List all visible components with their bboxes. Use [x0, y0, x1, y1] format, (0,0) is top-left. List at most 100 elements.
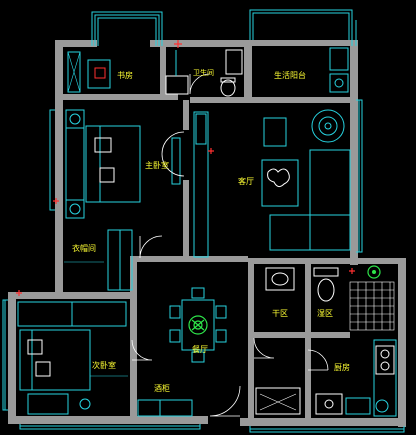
- bath-toilet: [220, 79, 236, 97]
- label-dry-zone: 干区: [272, 309, 288, 318]
- entry-furniture: [255, 387, 301, 415]
- wall-top-study: [55, 40, 97, 47]
- study-furniture: [67, 51, 111, 93]
- kitchen-counter: [373, 339, 397, 417]
- living-round-table: [311, 109, 345, 143]
- wall-bottom-right: [240, 418, 406, 426]
- label-sideboard: 酒柜: [154, 383, 170, 393]
- wall-bed-right-low: [183, 180, 189, 260]
- balcony-fixtures: [329, 47, 349, 93]
- label-study: 书房: [117, 70, 133, 80]
- label-walk-in-closet: 衣帽间: [72, 243, 96, 253]
- wall-dry-left: [248, 258, 254, 418]
- wall-dry-wet: [305, 262, 311, 332]
- study-desk: [87, 59, 111, 89]
- label-kitchen: 厨房: [334, 362, 350, 372]
- label-wet-zone: 湿区: [317, 309, 333, 318]
- dining-furniture: [137, 287, 227, 417]
- living-furniture: [193, 109, 351, 258]
- shower-head: [367, 265, 381, 279]
- wet-zone-toilet: [317, 278, 335, 302]
- entry-cabinet: [255, 387, 301, 415]
- wall-bath-balcony: [244, 45, 252, 97]
- wall-dry-bottom: [252, 332, 350, 338]
- label-living-room: 客厅: [238, 176, 254, 186]
- wall-right-upper: [350, 40, 358, 95]
- wall-left-upper: [55, 40, 63, 295]
- wall-top-balcony: [250, 40, 350, 46]
- door-bath: [189, 73, 211, 95]
- bed2-pillow-1: [27, 339, 43, 355]
- master-pillow-1: [94, 137, 112, 153]
- study-bookshelf: [67, 51, 81, 93]
- door-entry: [209, 385, 241, 417]
- doors: [131, 73, 329, 417]
- bed2-desk: [27, 393, 69, 415]
- room-labels: 书房 卫生间 生活阳台 主卧室 客厅 衣帽间 干区 湿区 餐厅 次卧室 厨房 酒…: [72, 68, 350, 393]
- dining-chair-2: [169, 329, 181, 343]
- label-bathroom: 卫生间: [193, 68, 214, 77]
- marker-5: [208, 148, 214, 154]
- wall-bed2-right: [130, 258, 137, 416]
- wall-under-study: [60, 94, 178, 100]
- wall-left-lower: [8, 292, 16, 422]
- door-bed2: [131, 339, 153, 361]
- label-master-bedroom: 主卧室: [145, 160, 169, 170]
- bath-shower: [225, 49, 243, 75]
- bathroom-fixtures: [165, 49, 243, 97]
- dining-chair-3: [215, 305, 227, 319]
- living-armchair: [263, 117, 287, 147]
- door-kitchen: [307, 349, 329, 371]
- wall-top-bath: [150, 40, 250, 47]
- windows: [2, 9, 405, 433]
- kitchen-appliance: [375, 399, 389, 413]
- marker-2: [53, 198, 59, 204]
- dining-table: [181, 299, 215, 351]
- shower-grid: [349, 281, 395, 331]
- label-secondary-bedroom: 次卧室: [92, 360, 116, 370]
- label-utility-balcony: 生活阳台: [274, 70, 306, 80]
- dining-chair-top: [191, 287, 205, 299]
- study-chair: [94, 67, 106, 79]
- dining-chair-1: [169, 305, 181, 319]
- master-bed-furniture: [65, 109, 181, 219]
- wall-under-bath: [190, 97, 350, 103]
- door-closet: [139, 235, 163, 259]
- wall-kitchen-left: [305, 338, 311, 418]
- dining-chair-bottom: [191, 351, 205, 363]
- wall-bed-right: [183, 100, 189, 130]
- door-master: [161, 131, 185, 177]
- wall-right-mid: [350, 95, 358, 265]
- master-pillow-2: [99, 167, 115, 183]
- wall-right-lower: [398, 262, 406, 427]
- label-dining-room: 餐厅: [192, 345, 208, 354]
- closet-furniture: [64, 229, 133, 291]
- sideboard-cabinet: [137, 399, 193, 417]
- kitchen-sink: [315, 393, 343, 415]
- dining-plant: [188, 315, 208, 335]
- marker-1: [174, 40, 182, 48]
- dining-chair-4: [215, 329, 227, 343]
- wall-closet-bottom: [60, 292, 135, 299]
- master-tv-cabinet: [171, 137, 181, 185]
- bed2-furniture: [17, 301, 128, 415]
- marker-3: [349, 268, 355, 274]
- wall-study-bath: [160, 45, 166, 97]
- wall-left-step: [8, 292, 63, 299]
- utility-fixtures: [265, 267, 339, 302]
- bath-sink: [165, 75, 189, 95]
- wall-right-step: [350, 258, 406, 264]
- marker-4: [16, 290, 22, 296]
- living-tv-unit: [193, 111, 209, 258]
- kitchen-fixtures: [315, 339, 397, 417]
- balcony-sink: [329, 73, 349, 93]
- wall-mid-horizontal-right: [248, 258, 358, 264]
- markers: [16, 40, 355, 296]
- walls: [8, 40, 406, 427]
- wet-zone-toilet-tank: [313, 267, 339, 277]
- kitchen-stove: [375, 345, 395, 375]
- bed2-pillow-2: [35, 361, 51, 377]
- door-dry: [253, 337, 275, 359]
- wall-bottom-left: [8, 416, 208, 424]
